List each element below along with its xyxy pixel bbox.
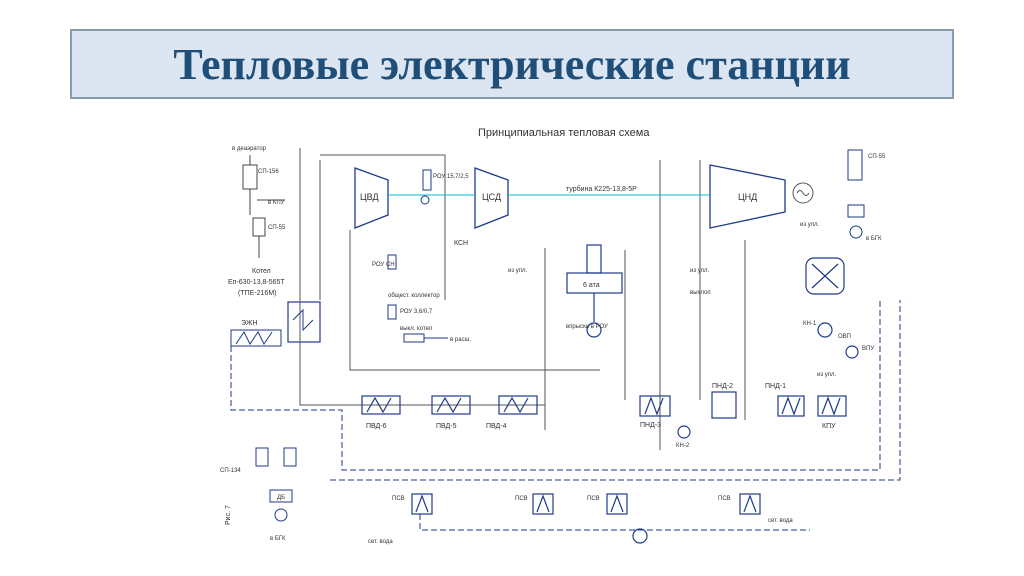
turbine: ЦВД ЦСД ЦНД турбина К225-13,8-5Р: [354, 164, 814, 229]
sp55-left-label: СП-55: [268, 225, 286, 231]
iz-upl-2-label: из упл.: [800, 222, 820, 228]
psv-1-label: ПСВ: [392, 496, 405, 502]
psv-row: ПСВ ПСВ ПСВ ПСВ сет. вода сет. вода: [368, 493, 793, 545]
figure-caption: Рис. 7: [225, 505, 232, 525]
kn1-label: КН-1: [803, 321, 817, 327]
right-top-block: СП-55 в БГК из упл. из упл. выхлоп: [690, 149, 886, 296]
iz-upl-1-label: из упл.: [508, 268, 528, 274]
v-bgk-left-label: в БГК: [270, 536, 286, 542]
rou-section: РОУ 15,7/2,5 РОУ СН КСН общест. коллекто…: [372, 169, 528, 343]
boiler: Котел Еп-630-13,8-565Т (ТПЕ-216М): [228, 268, 321, 343]
title-box: Тепловые электрические станции: [70, 29, 954, 99]
kn2-label: КН-2: [676, 443, 690, 449]
to-deaerator-label: в деаэратор: [232, 146, 267, 152]
feed-pump: [586, 322, 602, 338]
psv-4-label: ПСВ: [718, 496, 731, 502]
generator: [792, 182, 814, 204]
boiler-label-3: (ТПЕ-216М): [238, 290, 276, 297]
main-piping: [299, 148, 746, 450]
pnd3-label: ПНД-3: [640, 422, 661, 429]
psv-2-label: ПСВ: [515, 496, 528, 502]
pvd6-label: ПВД-6: [366, 423, 387, 430]
ezhn-heater: ЭЖН: [230, 320, 282, 347]
extraction-lines: [230, 300, 901, 531]
ezhn-label: ЭЖН: [241, 320, 257, 327]
iz-upl-4-label: из упл.: [817, 372, 837, 378]
boiler-label-2: Еп-630-13,8-565Т: [228, 279, 285, 286]
rou1-label: РОУ 15,7/2,5: [433, 174, 469, 180]
ksn-label: КСН: [454, 240, 468, 247]
kpu-label: КПУ: [822, 423, 836, 430]
lower-left-block: СП-134 ДБ в БГК Рис. 7: [220, 447, 297, 542]
ovhp-label: ОВП: [838, 334, 851, 340]
db-label: ДБ: [277, 495, 285, 501]
set-voda-1-label: сет. вода: [368, 539, 393, 545]
cnd-cylinder: [709, 164, 786, 229]
scheme-heading: Принципиальная тепловая схема: [478, 127, 650, 139]
sp55-left-box: [252, 217, 266, 237]
bpu-label: ВПУ: [862, 346, 874, 352]
cnd-label: ЦНД: [738, 192, 757, 202]
pvd5-label: ПВД-5: [436, 423, 457, 430]
csd-label: ЦСД: [482, 192, 501, 202]
left-service-block: в деаэратор СП-156 в КПУ СП-55: [232, 146, 286, 258]
deaerator: 6 ата впрыски в РОУ: [566, 244, 623, 338]
rou2-label: РОУ 3,6/0,7: [400, 309, 433, 315]
deaerator-label: 6 ата: [583, 282, 600, 289]
collector-label: общест. коллектор: [388, 293, 440, 299]
sp156-label: СП-156: [258, 169, 279, 175]
turbine-label: турбина К225-13,8-5Р: [566, 185, 637, 193]
csd-cylinder: [474, 167, 509, 229]
iz-upl-3-label: из упл.: [690, 268, 710, 274]
pnd1-label: ПНД-1: [765, 383, 786, 390]
slide-title: Тепловые электрические станции: [173, 39, 851, 89]
rou-cn-label: РОУ СН: [372, 262, 395, 268]
vpryski-label: впрыски в РОУ: [566, 324, 608, 330]
sp55-right-label: СП-55: [868, 154, 886, 160]
cvd-label: ЦВД: [360, 192, 379, 202]
boiler-label-1: Котел: [252, 268, 271, 275]
to-kpu-label: в КПУ: [268, 200, 285, 206]
heaters: ПВД-6 ПВД-5 ПВД-4 ПНД-3 ПНД-2 ПНД-1 из у…: [361, 372, 847, 449]
v-bgk-right-label: в БГК: [866, 236, 882, 242]
v-rasch-label: в расш.: [450, 337, 471, 343]
vylk-label: выкл. котел: [400, 326, 433, 332]
sp134-label: СП-134: [220, 468, 241, 474]
pvd4-label: ПВД-4: [486, 423, 507, 430]
vyhlop-label: выхлоп: [690, 290, 711, 296]
condenser: КН-1 ВПУ ОВП: [803, 257, 874, 359]
sp156-box: [242, 164, 258, 190]
pnd2-label: ПНД-2: [712, 383, 733, 390]
cvd-cylinder: [354, 167, 389, 229]
set-voda-2-label: сет. вода: [768, 518, 793, 524]
psv-3-label: ПСВ: [587, 496, 600, 502]
